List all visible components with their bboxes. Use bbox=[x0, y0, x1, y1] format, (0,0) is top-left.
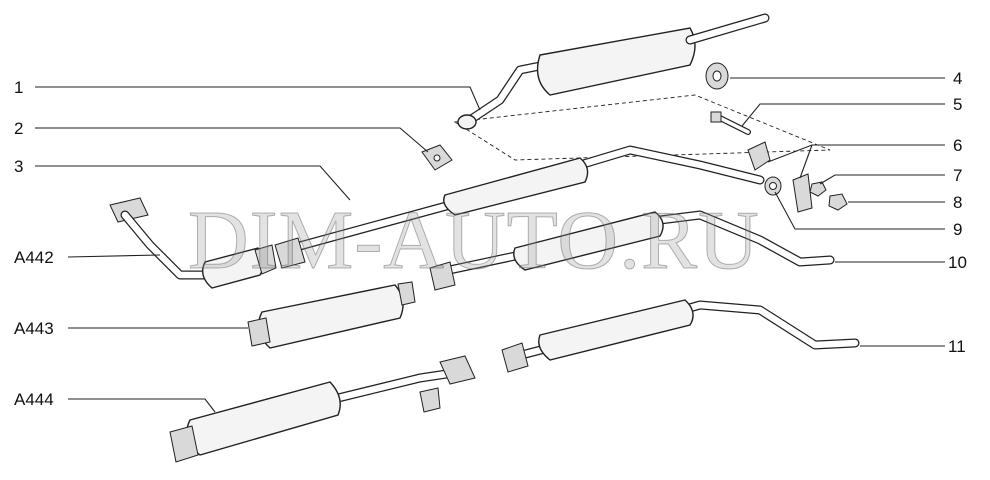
callout-a442: A442 bbox=[14, 248, 54, 267]
leader-1 bbox=[35, 86, 481, 111]
kit-outline bbox=[453, 94, 831, 161]
part-2-rubber-mount bbox=[421, 144, 453, 171]
part-11-pipe bbox=[501, 299, 860, 373]
callout-6: 6 bbox=[953, 136, 963, 155]
part-3-intermediate-pipe bbox=[274, 145, 765, 269]
callout-9: 9 bbox=[953, 220, 963, 239]
leader-2 bbox=[35, 127, 429, 153]
leader-3 bbox=[35, 165, 351, 201]
leader-a442 bbox=[67, 254, 161, 258]
part-1-rear-muffler bbox=[457, 13, 770, 130]
callout-7: 7 bbox=[953, 166, 963, 185]
part-8-nut bbox=[828, 193, 848, 211]
callout-11: 11 bbox=[948, 337, 966, 356]
leader-5 bbox=[741, 103, 945, 127]
part-5-bolt bbox=[710, 111, 751, 135]
callout-2: 2 bbox=[14, 119, 24, 138]
callout-a444: A444 bbox=[14, 390, 54, 409]
callout-4: 4 bbox=[953, 69, 963, 88]
part-a443-catalyst bbox=[247, 281, 416, 349]
leader-a444 bbox=[68, 398, 216, 413]
callout-8: 8 bbox=[953, 193, 963, 212]
leader-7 bbox=[819, 174, 945, 185]
callout-10: 10 bbox=[948, 253, 967, 272]
part-6-clamp bbox=[747, 141, 813, 213]
callout-1: 1 bbox=[14, 78, 24, 97]
part-10-pipe bbox=[429, 210, 835, 291]
callout-3: 3 bbox=[14, 157, 24, 176]
leader-6 bbox=[767, 144, 945, 179]
part-a442-downpipe bbox=[109, 197, 277, 289]
part-a444-catalyst-pipe bbox=[169, 355, 476, 463]
callout-a443: A443 bbox=[14, 319, 54, 338]
callout-5: 5 bbox=[953, 95, 963, 114]
watermark: DIM-AUTO.RU bbox=[188, 194, 760, 288]
part-7-nut bbox=[809, 181, 827, 197]
leader-9 bbox=[774, 191, 945, 230]
part-4-rubber-ring bbox=[705, 62, 729, 90]
